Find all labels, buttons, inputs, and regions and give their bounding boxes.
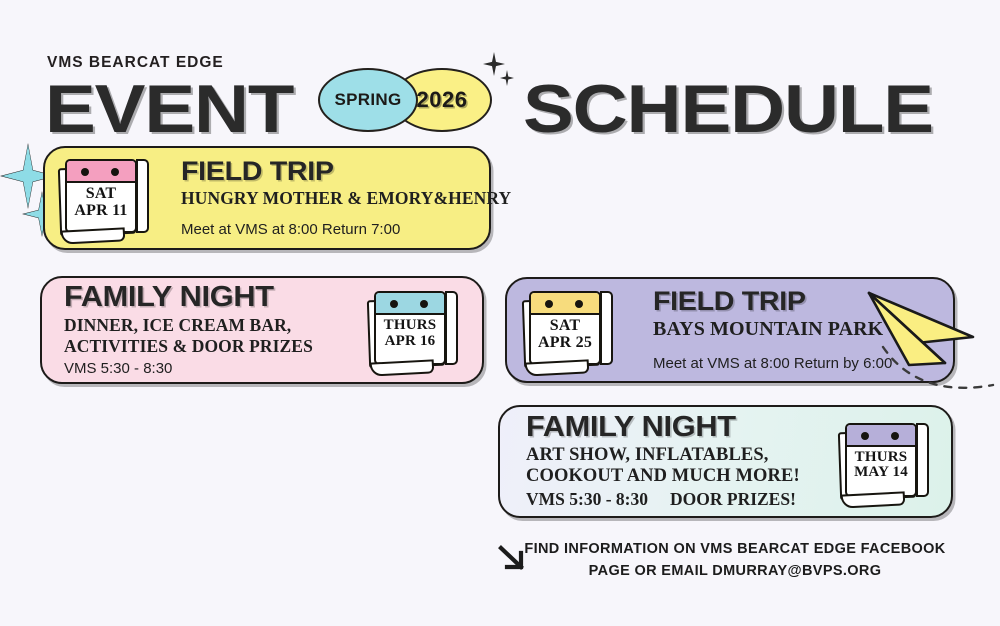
calendar-spine xyxy=(600,291,613,365)
calendar-ring-icon-left xyxy=(81,168,89,176)
event-card-field-trip-apr-11[interactable]: SAT APR 11 FIELD TRIP HUNGRY MOTHER & EM… xyxy=(43,146,511,250)
event-meta: VMS 5:30 - 8:30 xyxy=(526,489,648,510)
calendar-icon-apr-25: SAT APR 25 xyxy=(521,287,619,377)
arrow-down-right-icon xyxy=(498,545,524,570)
event-subtitle-line-1: ART SHOW, INFLATABLES, xyxy=(526,444,769,465)
footer-contact-block: FIND INFORMATION ON VMS BEARCAT EDGE FAC… xyxy=(495,538,975,583)
header-kicker: VMS BEARCAT EDGE xyxy=(47,54,224,71)
event-title: FIELD TRIP xyxy=(653,286,806,317)
calendar-band xyxy=(847,424,915,447)
event-card-family-night-apr-16[interactable]: FAMILY NIGHT DINNER, ICE CREAM BAR, ACTI… xyxy=(40,276,484,384)
calendar-ring-icon-right xyxy=(420,300,428,308)
event-subtitle: HUNGRY MOTHER & EMORY&HENRY xyxy=(181,187,512,208)
event-title: FAMILY NIGHT xyxy=(64,281,274,314)
plane-trail-dashes xyxy=(881,345,995,389)
calendar-date-text: THURS APR 16 xyxy=(376,317,444,350)
calendar-page-curl xyxy=(369,359,435,377)
calendar-spine xyxy=(445,291,458,365)
page-title-schedule: SCHEDULE xyxy=(523,71,934,147)
calendar-page-curl xyxy=(840,490,906,509)
calendar-band xyxy=(376,293,444,315)
calendar-ring-icon-left xyxy=(545,300,553,308)
calendar-icon-apr-16: THURS APR 16 xyxy=(366,287,464,377)
event-details: FAMILY NIGHT ART SHOW, INFLATABLES, COOK… xyxy=(526,412,839,511)
calendar-weekday: SAT xyxy=(85,185,117,202)
calendar-date: APR 25 xyxy=(537,333,593,351)
calendar-ring-icon-left xyxy=(861,431,869,440)
event-meta: Meet at VMS at 8:00 Return 7:00 xyxy=(181,221,401,239)
event-subtitle-line-2: ACTIVITIES & DOOR PRIZES xyxy=(64,335,313,356)
event-title: FAMILY NIGHT xyxy=(526,410,736,443)
calendar-date-text: SAT APR 25 xyxy=(531,317,599,352)
calendar-sheet: SAT APR 25 xyxy=(529,291,601,365)
calendar-ring-icon-right xyxy=(891,431,899,440)
badge-season: SPRING xyxy=(318,68,418,132)
calendar-date: MAY 14 xyxy=(854,464,908,481)
event-meta: VMS 5:30 - 8:30 xyxy=(64,359,173,377)
footer-line-1: FIND INFORMATION ON VMS BEARCAT EDGE FAC… xyxy=(524,541,946,557)
event-meta: Meet at VMS at 8:00 Return by 6:00 xyxy=(653,354,893,372)
calendar-ring-icon-left xyxy=(390,300,398,308)
event-title: FIELD TRIP xyxy=(181,155,334,186)
calendar-icon-may-14: THURS MAY 14 xyxy=(837,419,935,509)
poster-header: VMS BEARCAT EDGE EVENT 2026 SPRING SCHED… xyxy=(0,0,1000,147)
event-meta-extra: DOOR PRIZES! xyxy=(670,489,796,510)
event-details: FIELD TRIP HUNGRY MOTHER & EMORY&HENRY M… xyxy=(181,157,512,239)
event-subtitle-line-2: COOKOUT AND MUCH MORE! xyxy=(526,466,800,486)
calendar-weekday: THURS xyxy=(383,317,437,333)
event-subtitle-line-1: DINNER, ICE CREAM BAR, xyxy=(64,315,292,336)
calendar-icon-apr-11: SAT APR 11 xyxy=(57,155,155,245)
event-details: FIELD TRIP BAYS MOUNTAIN PARK Meet at VM… xyxy=(653,288,893,372)
calendar-weekday: THURS xyxy=(854,448,908,465)
event-meta-row: VMS 5:30 - 8:30 DOOR PRIZES! xyxy=(526,489,839,510)
calendar-spine xyxy=(916,422,929,497)
calendar-sheet: SAT APR 11 xyxy=(65,159,137,233)
calendar-date-text: SAT APR 11 xyxy=(67,185,135,220)
calendar-band xyxy=(531,293,599,315)
page-title-event: EVENT xyxy=(45,71,294,147)
event-subtitle: BAYS MOUNTAIN PARK xyxy=(653,318,884,341)
calendar-ring-icon-right xyxy=(575,300,583,308)
event-details: FAMILY NIGHT DINNER, ICE CREAM BAR, ACTI… xyxy=(64,283,368,377)
footer-line-2: PAGE OR EMAIL DMURRAY@BVPS.ORG xyxy=(588,563,882,580)
calendar-sheet: THURS APR 16 xyxy=(374,291,446,365)
calendar-band xyxy=(67,161,135,183)
calendar-sheet: THURS MAY 14 xyxy=(845,422,917,497)
sparkle-icon-header-small xyxy=(500,70,514,86)
calendar-weekday: SAT xyxy=(549,317,581,334)
calendar-date: APR 11 xyxy=(74,201,128,219)
calendar-date-text: THURS MAY 14 xyxy=(847,448,915,482)
calendar-ring-icon-right xyxy=(111,168,119,176)
event-card-field-trip-apr-25[interactable]: SAT APR 25 FIELD TRIP BAYS MOUNTAIN PARK… xyxy=(505,277,995,389)
calendar-spine xyxy=(136,159,149,233)
season-badge-group: 2026 SPRING xyxy=(318,68,493,134)
paper-plane-icon xyxy=(867,291,975,367)
calendar-page-curl xyxy=(524,359,590,377)
calendar-page-curl xyxy=(60,227,126,245)
calendar-date: APR 16 xyxy=(384,332,436,349)
event-card-family-night-may-14[interactable]: FAMILY NIGHT ART SHOW, INFLATABLES, COOK… xyxy=(498,405,953,518)
